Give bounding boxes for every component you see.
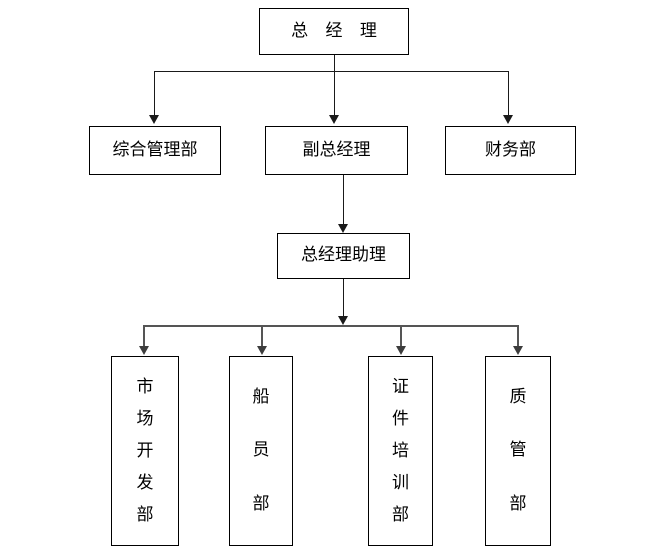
arrowhead-market-development-icon	[139, 346, 149, 355]
node-market-development-dept[interactable]: 市场开发部	[111, 356, 179, 546]
connector-level4-bus	[143, 325, 519, 327]
connector-assistant-stem	[343, 279, 344, 321]
arrowhead-certificate-training-icon	[396, 346, 406, 355]
vertical-text-char: 培	[392, 440, 409, 461]
connector-drop-certificate-training	[400, 325, 402, 350]
node-crew-dept[interactable]: 船员部	[229, 356, 293, 546]
node-general-manager-assistant[interactable]: 总经理助理	[277, 233, 410, 279]
connector-drop-market-development	[143, 325, 145, 350]
vertical-text-char: 开	[136, 440, 154, 461]
vertical-text-char: 部	[392, 504, 409, 525]
vertical-text-char: 管	[509, 440, 527, 461]
connector-drop-crew	[261, 325, 263, 350]
arrowhead-comprehensive-management-icon	[149, 115, 159, 124]
vertical-text-char: 市	[136, 376, 154, 397]
arrowhead-crew-icon	[257, 346, 267, 355]
vertical-text-char: 发	[136, 472, 154, 493]
vertical-text-char: 场	[136, 408, 154, 429]
connector-drop-deputy-general-manager	[334, 71, 335, 116]
node-finance-dept[interactable]: 财务部	[445, 126, 576, 175]
connector-gm-stem	[334, 55, 335, 72]
vertical-text-char: 证	[392, 376, 409, 397]
vertical-text-char: 部	[136, 504, 154, 525]
arrowhead-assistant-bus-icon	[338, 316, 348, 325]
node-certificate-training-dept[interactable]: 证件培训部	[368, 356, 433, 546]
vertical-text-char: 员	[252, 440, 270, 461]
arrowhead-deputy-general-manager-icon	[329, 115, 339, 124]
node-quality-management-dept[interactable]: 质管部	[485, 356, 551, 546]
arrowhead-assistant-icon	[338, 224, 348, 233]
arrowhead-finance-icon	[503, 115, 513, 124]
vertical-text-char: 件	[392, 408, 409, 429]
connector-drop-finance	[508, 71, 509, 116]
connector-level1-bus	[154, 71, 509, 72]
node-general-manager[interactable]: 总 经 理	[259, 8, 409, 55]
vertical-text-char: 训	[392, 472, 409, 493]
node-comprehensive-management-dept[interactable]: 综合管理部	[89, 126, 221, 175]
connector-deputy-to-assistant	[343, 175, 344, 225]
connector-drop-comprehensive-management	[154, 71, 155, 116]
vertical-text-char: 船	[252, 387, 270, 408]
vertical-text-char: 部	[252, 493, 270, 514]
arrowhead-quality-management-icon	[513, 346, 523, 355]
vertical-text-char: 质	[509, 387, 527, 408]
node-deputy-general-manager[interactable]: 副总经理	[265, 126, 408, 175]
connector-drop-quality-management	[517, 325, 519, 350]
vertical-text-char: 部	[509, 493, 527, 514]
